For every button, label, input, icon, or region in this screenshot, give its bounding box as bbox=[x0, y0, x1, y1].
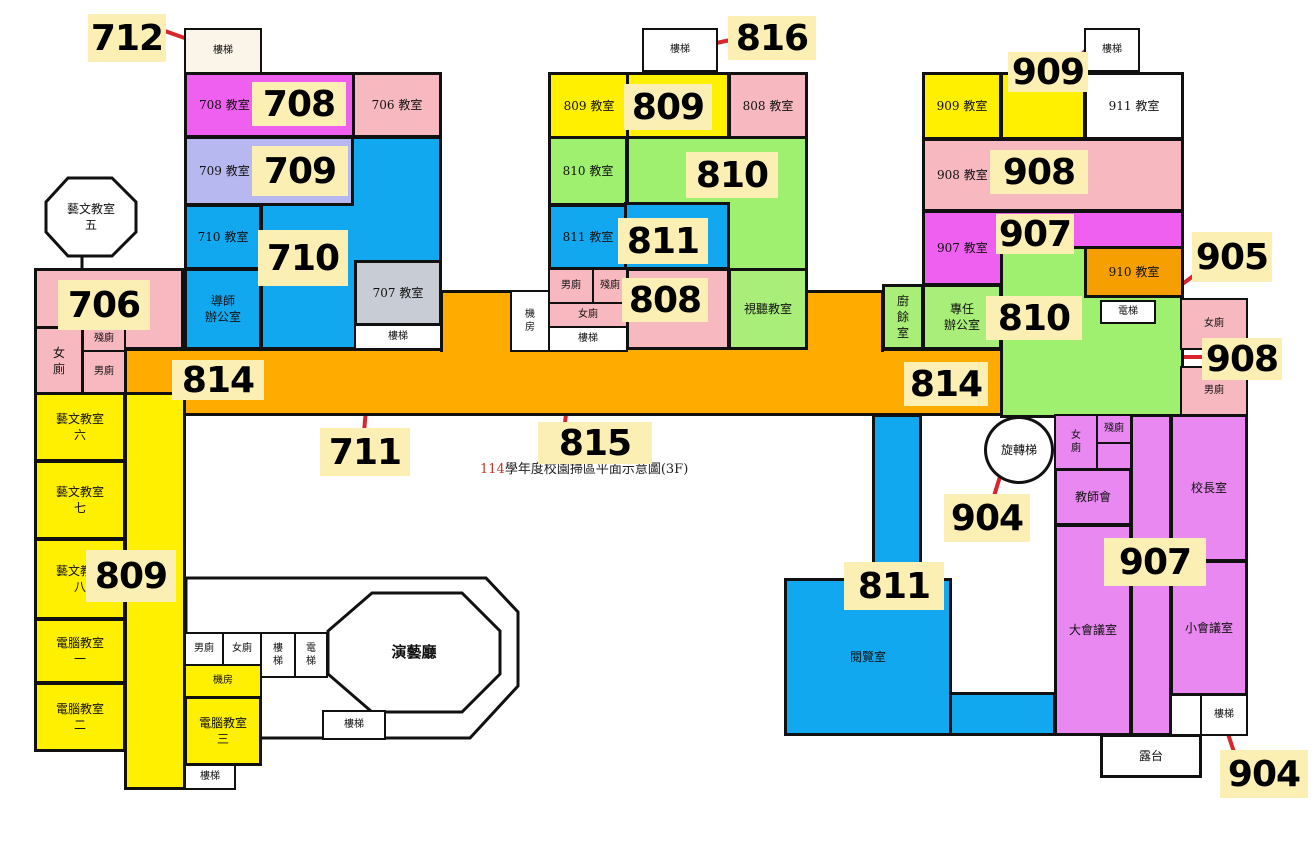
tag-712: 712 bbox=[88, 14, 166, 62]
tag-706: 706 bbox=[58, 280, 150, 330]
room-av: 視聽教室 bbox=[728, 268, 808, 350]
room-women-south: 女 廁 bbox=[1054, 414, 1098, 470]
tag-810-east: 810 bbox=[986, 296, 1082, 340]
tag-811-center: 811 bbox=[618, 218, 708, 264]
room-machine-center: 機 房 bbox=[510, 290, 550, 352]
tag-814-west: 814 bbox=[172, 360, 264, 401]
room-stair-909: 樓梯 bbox=[1084, 28, 1140, 72]
room-women-southwest: 女廁 bbox=[222, 632, 262, 666]
room-art-6: 藝文教室 六 bbox=[34, 392, 126, 462]
corridor-811-blue-south bbox=[948, 692, 1056, 736]
room-art-5: 藝文教室 五 bbox=[66, 201, 115, 232]
room-kitchen-waste: 廚 餘 室 bbox=[882, 284, 924, 350]
room-stair-711: 樓梯 bbox=[354, 324, 442, 350]
tag-814-east: 814 bbox=[904, 362, 988, 406]
tag-907-south: 907 bbox=[1104, 538, 1206, 586]
room-women-center: 女廁 bbox=[548, 302, 628, 328]
tag-905: 905 bbox=[1192, 232, 1272, 282]
room-teachers-union: 教師會 bbox=[1054, 468, 1132, 526]
tag-809-west: 809 bbox=[86, 550, 176, 602]
room-auditorium: 演藝廳 bbox=[391, 643, 437, 662]
room-principal: 校長室 bbox=[1170, 414, 1248, 562]
room-south-small bbox=[1096, 442, 1132, 470]
tag-709: 709 bbox=[252, 146, 348, 196]
room-elevator-southwest: 電 梯 bbox=[294, 632, 328, 678]
tag-907-east: 907 bbox=[996, 214, 1074, 255]
room-computer-1: 電腦教室 一 bbox=[34, 618, 126, 684]
room-terrace: 露台 bbox=[1100, 734, 1202, 778]
tag-904-spiral: 904 bbox=[944, 494, 1030, 542]
tag-811-south: 811 bbox=[844, 562, 944, 610]
room-computer-2: 電腦教室 二 bbox=[34, 682, 126, 752]
room-stair-712: 樓梯 bbox=[184, 28, 262, 74]
tag-816: 816 bbox=[728, 16, 816, 60]
tag-815: 815 bbox=[538, 422, 652, 464]
room-stair-southwest: 樓 梯 bbox=[260, 632, 296, 678]
corridor-811-blue bbox=[872, 414, 922, 582]
room-elevator-east: 電梯 bbox=[1100, 300, 1156, 324]
room-art-7: 藝文教室 七 bbox=[34, 460, 126, 540]
map-title: 114學年度校園掃區平面示意圖(3F) bbox=[480, 458, 688, 477]
tag-708: 708 bbox=[252, 82, 346, 126]
room-707: 707 教室 bbox=[354, 260, 442, 326]
room-women-west: 女 廁 bbox=[34, 326, 84, 396]
room-stair-816: 樓梯 bbox=[642, 28, 718, 72]
room-811: 811 教室 bbox=[548, 204, 628, 270]
room-810: 810 教室 bbox=[548, 136, 628, 206]
room-910: 910 教室 bbox=[1084, 246, 1184, 298]
corridor-814-west bbox=[124, 348, 1006, 416]
room-computer-3: 電腦教室 三 bbox=[184, 696, 262, 766]
room-men-center: 男廁 bbox=[548, 268, 594, 304]
tag-711: 711 bbox=[320, 428, 410, 476]
tag-810-center: 810 bbox=[686, 152, 778, 198]
tag-904-stair: 904 bbox=[1220, 750, 1308, 798]
room-stair-904: 樓梯 bbox=[1200, 694, 1248, 736]
room-909: 909 教室 bbox=[922, 72, 1002, 140]
room-mentor-office: 導師 辦公室 bbox=[184, 268, 262, 350]
tag-809-center: 809 bbox=[624, 84, 712, 130]
room-machine-southwest: 機房 bbox=[184, 664, 262, 698]
room-small-meeting: 小會議室 bbox=[1170, 560, 1248, 696]
room-men-west: 男廁 bbox=[82, 350, 126, 394]
tag-710: 710 bbox=[258, 230, 348, 286]
room-809: 809 教室 bbox=[548, 72, 630, 140]
room-disabled-south: 殘廁 bbox=[1096, 414, 1132, 444]
room-710: 710 教室 bbox=[184, 204, 262, 270]
room-stair-815: 樓梯 bbox=[548, 326, 628, 352]
room-spiral-stair: 旋轉梯 bbox=[984, 416, 1054, 484]
title-year: 114 bbox=[480, 462, 505, 477]
room-stair-auditorium: 樓梯 bbox=[322, 710, 386, 740]
room-stair-southwest-2: 樓梯 bbox=[184, 764, 236, 790]
tag-909: 909 bbox=[1008, 52, 1088, 93]
room-men-southwest: 男廁 bbox=[184, 632, 224, 666]
title-text: 學年度校園掃區平面示意圖(3F) bbox=[504, 462, 689, 477]
room-706: 706 教室 bbox=[352, 72, 442, 138]
room-911: 911 教室 bbox=[1084, 72, 1184, 140]
tag-808: 808 bbox=[622, 278, 708, 322]
tag-908-side: 908 bbox=[1202, 338, 1282, 380]
room-808: 808 教室 bbox=[728, 72, 808, 140]
tag-908-east: 908 bbox=[990, 150, 1088, 194]
